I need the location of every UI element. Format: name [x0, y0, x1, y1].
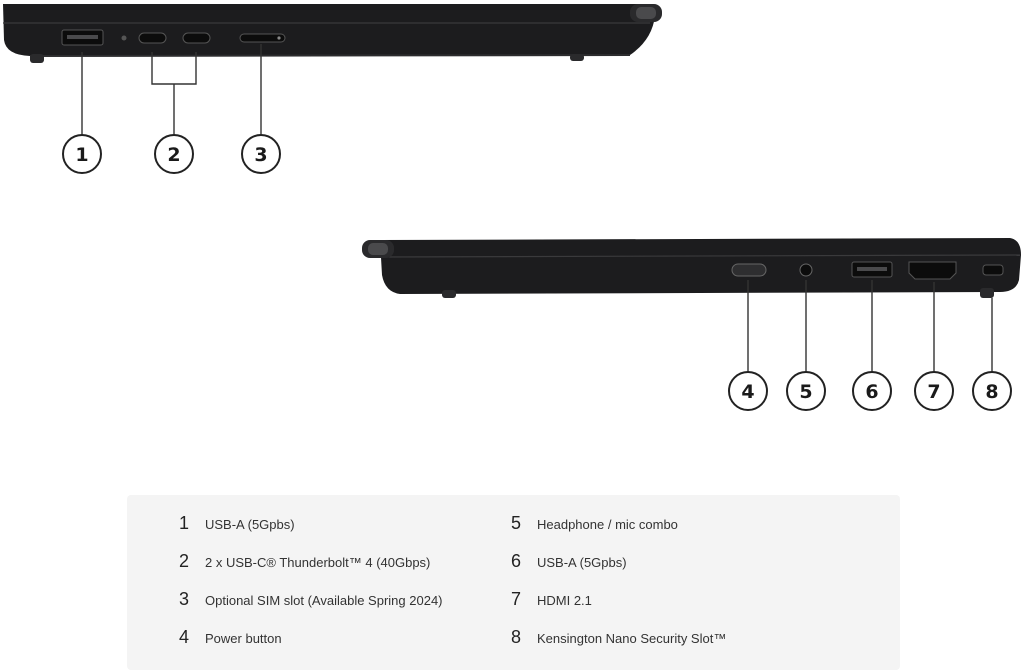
- legend-label: Headphone / mic combo: [537, 517, 678, 532]
- legend-label: HDMI 2.1: [537, 593, 592, 608]
- legend-item: 6 USB-A (5Gpbs): [511, 551, 726, 589]
- legend-item: 2 2 x USB-C® Thunderbolt™ 4 (40Gbps): [179, 551, 443, 589]
- port-legend: 1 USB-A (5Gpbs) 2 2 x USB-C® Thunderbolt…: [127, 495, 900, 670]
- legend-number: 6: [511, 551, 522, 571]
- legend-column-left: 1 USB-A (5Gpbs) 2 2 x USB-C® Thunderbolt…: [179, 513, 443, 665]
- legend-item: 8 Kensington Nano Security Slot™: [511, 627, 726, 665]
- svg-text:1: 1: [75, 144, 88, 166]
- callout-8: 8: [972, 371, 1012, 411]
- svg-text:6: 6: [865, 381, 878, 403]
- callout-6: 6: [852, 371, 892, 411]
- legend-column-right: 5 Headphone / mic combo 6 USB-A (5Gpbs) …: [511, 513, 726, 665]
- power-button-icon: [731, 263, 767, 277]
- callout-1: 1: [62, 134, 102, 174]
- usb-c-port-icon: [138, 32, 167, 44]
- legend-label: Optional SIM slot (Available Spring 2024…: [205, 593, 443, 608]
- legend-number: 8: [511, 627, 522, 647]
- legend-item: 5 Headphone / mic combo: [511, 513, 726, 551]
- legend-label: 2 x USB-C® Thunderbolt™ 4 (40Gbps): [205, 555, 431, 570]
- indicator-led-icon: [121, 35, 127, 41]
- legend-number: 7: [511, 589, 522, 609]
- callout-5: 5: [786, 371, 826, 411]
- legend-label: USB-A (5Gpbs): [537, 555, 627, 570]
- leader-lines: [81, 44, 993, 373]
- legend-item: 7 HDMI 2.1: [511, 589, 726, 627]
- svg-text:2: 2: [167, 144, 180, 166]
- callout-4: 4: [728, 371, 768, 411]
- usb-c-port-icon: [182, 32, 211, 44]
- legend-number: 2: [179, 551, 190, 571]
- sim-slot-icon: [239, 33, 286, 43]
- legend-number: 3: [179, 589, 190, 609]
- laptop-right-side: [362, 238, 1021, 298]
- callout-3: 3: [241, 134, 281, 174]
- legend-number: 1: [179, 513, 190, 533]
- svg-text:3: 3: [254, 144, 267, 166]
- laptop-left-side: [3, 4, 662, 63]
- callout-7: 7: [914, 371, 954, 411]
- legend-number: 5: [511, 513, 522, 533]
- callout-markers: 1 2 3 4 5 6 7 8: [62, 134, 1012, 411]
- callout-2: 2: [154, 134, 194, 174]
- legend-item: 4 Power button: [179, 627, 443, 665]
- legend-label: Power button: [205, 631, 282, 646]
- legend-number: 4: [179, 627, 190, 647]
- svg-text:8: 8: [985, 381, 998, 403]
- legend-item: 1 USB-A (5Gpbs): [179, 513, 443, 551]
- svg-text:5: 5: [799, 381, 812, 403]
- svg-text:4: 4: [741, 381, 754, 403]
- legend-item: 3 Optional SIM slot (Available Spring 20…: [179, 589, 443, 627]
- legend-label: Kensington Nano Security Slot™: [537, 631, 727, 646]
- headphone-jack-icon: [799, 263, 813, 277]
- hdmi-port-icon: [908, 261, 957, 280]
- svg-text:7: 7: [927, 381, 940, 403]
- legend-label: USB-A (5Gpbs): [205, 517, 295, 532]
- security-slot-icon: [982, 264, 1004, 276]
